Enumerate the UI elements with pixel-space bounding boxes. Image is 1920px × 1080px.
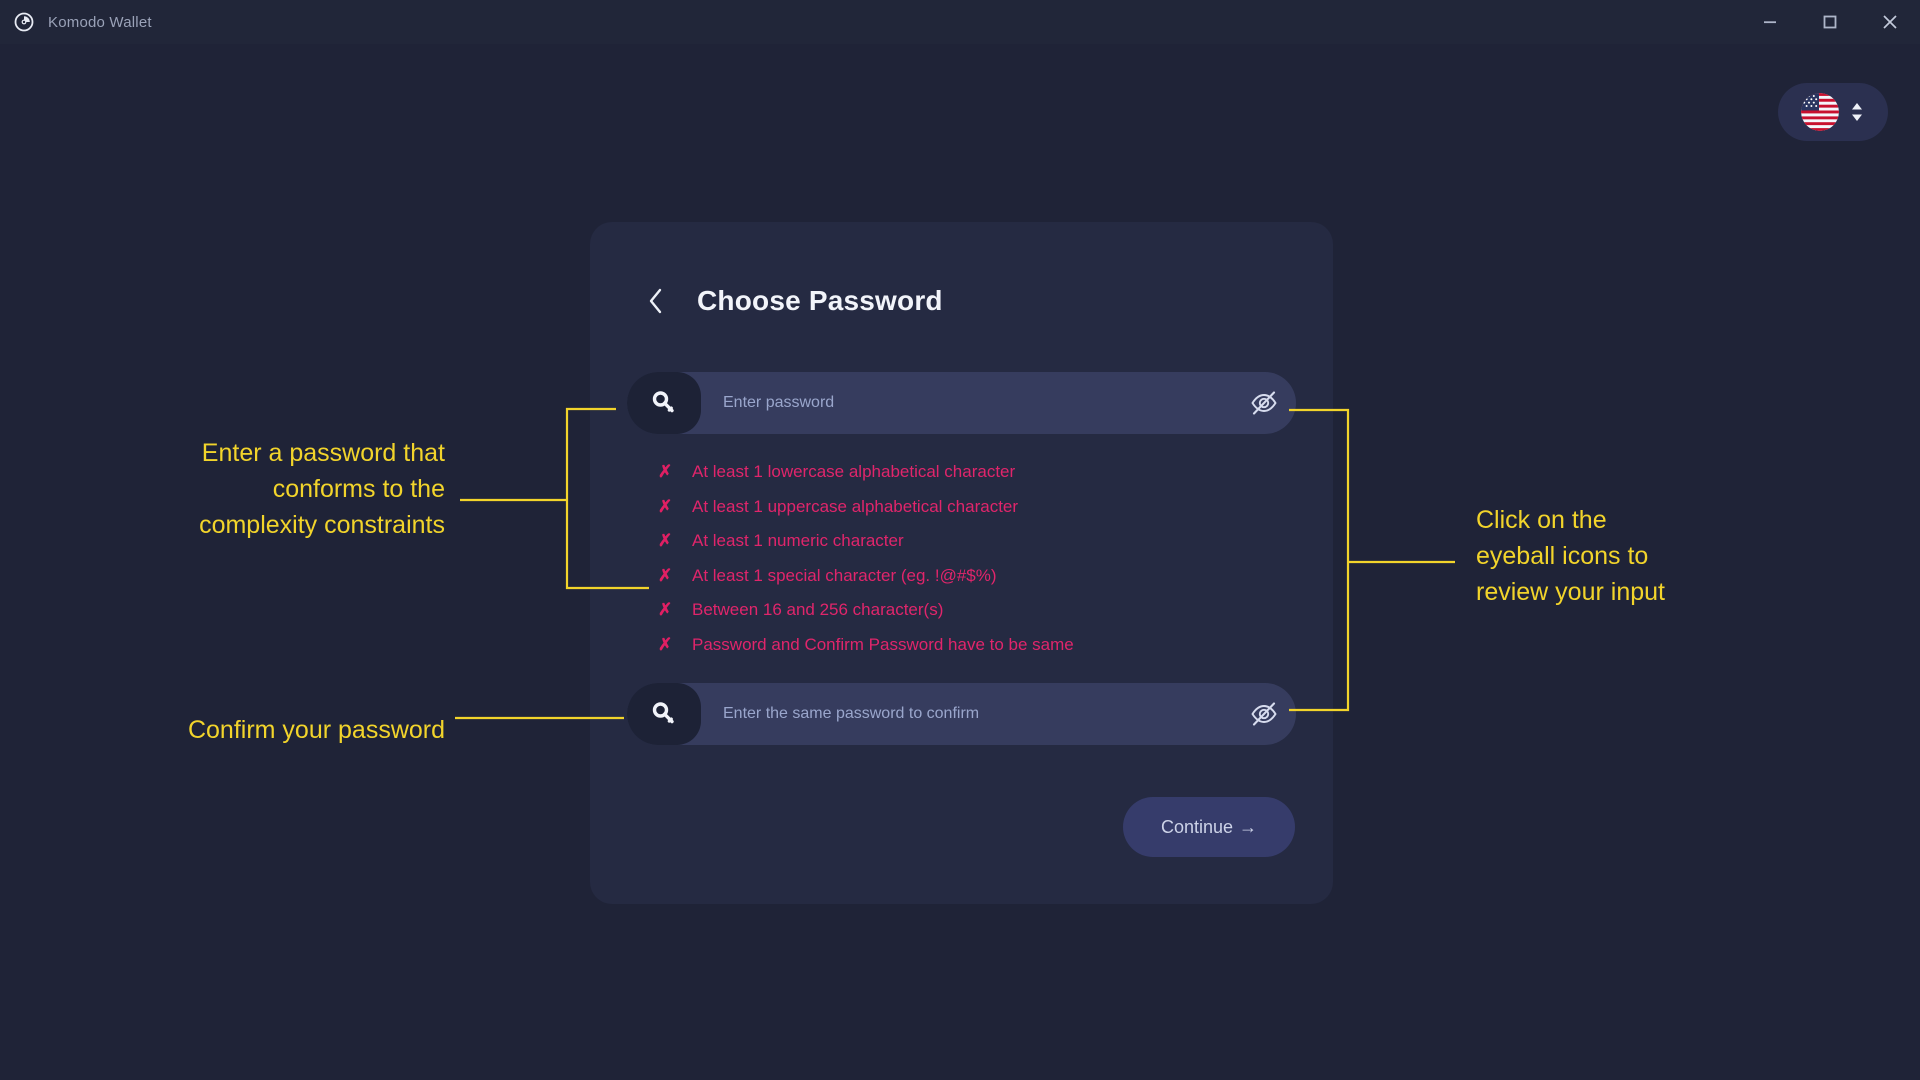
rule-text: Password and Confirm Password have to be… <box>692 634 1074 654</box>
rule-fail-icon: ✗ <box>658 462 673 481</box>
confirm-password-input-row[interactable] <box>627 683 1296 745</box>
rule-fail-icon: ✗ <box>658 496 673 516</box>
rule-fail-icon: ✗ <box>658 634 673 654</box>
chevron-left-icon[interactable] <box>645 284 667 318</box>
rule-item: ✗ At least 1 lowercase alphabetical char… <box>658 462 1074 497</box>
app-title: Komodo Wallet <box>48 13 152 31</box>
us-flag-icon <box>1801 93 1839 131</box>
eye-off-icon[interactable] <box>1232 372 1296 434</box>
komodo-logo-icon <box>14 12 34 32</box>
password-input[interactable] <box>701 394 1232 412</box>
rule-text: At least 1 lowercase alphabetical charac… <box>692 462 1016 481</box>
key-icon <box>627 372 701 434</box>
up-down-chevron-icon <box>1849 100 1865 124</box>
title-bar: Komodo Wallet <box>0 0 1920 44</box>
card-header: Choose Password <box>645 284 943 318</box>
rule-item: ✗ At least 1 uppercase alphabetical char… <box>658 497 1074 532</box>
continue-button[interactable]: Continue → <box>1123 797 1295 857</box>
rule-fail-icon: ✗ <box>658 531 673 550</box>
rule-fail-icon: ✗ <box>658 600 673 619</box>
password-input-row[interactable] <box>627 372 1296 434</box>
language-selector[interactable] <box>1778 83 1888 141</box>
eye-off-icon[interactable] <box>1232 683 1296 745</box>
rule-fail-icon: ✗ <box>658 565 673 585</box>
rule-item: ✗ Password and Confirm Password have to … <box>658 635 1074 670</box>
rule-item: ✗ Between 16 and 256 character(s) <box>658 600 1074 635</box>
rule-text: At least 1 numeric character <box>692 531 904 550</box>
close-icon[interactable] <box>1860 0 1920 44</box>
rule-item: ✗ At least 1 numeric character <box>658 531 1074 566</box>
annotation-password-complexity: Enter a password that conforms to the co… <box>199 439 445 539</box>
minimize-icon[interactable] <box>1740 0 1800 44</box>
rule-text: At least 1 special character (eg. !@#$%) <box>692 565 997 585</box>
rule-text: Between 16 and 256 character(s) <box>692 600 944 619</box>
password-rules-list: ✗ At least 1 lowercase alphabetical char… <box>658 462 1074 669</box>
continue-label: Continue <box>1160 816 1234 837</box>
key-icon <box>627 683 701 745</box>
annotation-confirm-password: Confirm your password <box>187 716 445 744</box>
annotation-eyeball-icons: Click on the eyeball icons to review you… <box>1476 506 1665 606</box>
choose-password-card: Choose Password <box>590 222 1333 904</box>
confirm-password-input[interactable] <box>701 705 1232 723</box>
rule-item: ✗ At least 1 special character (eg. !@#$… <box>658 566 1074 601</box>
arrow-right-icon: → <box>1239 816 1258 837</box>
maximize-icon[interactable] <box>1800 0 1860 44</box>
rule-text: At least 1 uppercase alphabetical charac… <box>692 496 1019 516</box>
page-title: Choose Password <box>697 285 943 316</box>
window-controls <box>1740 0 1920 44</box>
